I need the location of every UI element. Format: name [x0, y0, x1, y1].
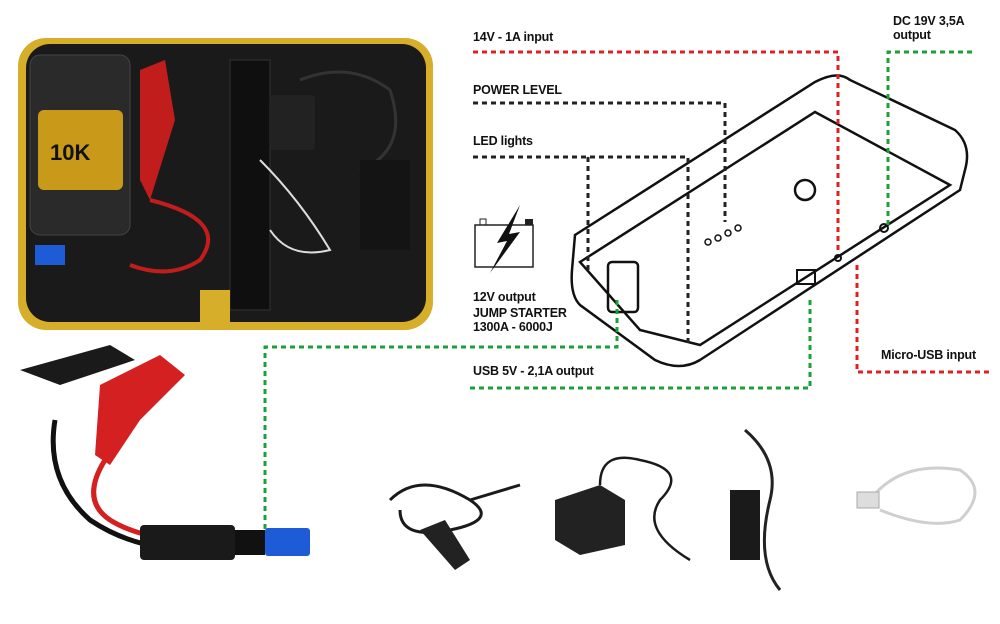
- callout-line-dc-output: [886, 50, 975, 225]
- label-dc-output-line1: DC 19V 3,5A: [893, 14, 965, 28]
- label-usb-output: USB 5V - 2,1A output: [473, 364, 594, 378]
- label-12v-output: 12V output: [473, 290, 536, 304]
- label-dc-output-line2: output: [893, 28, 931, 42]
- power-bank-drawing: [570, 74, 969, 368]
- label-micro-usb-input: Micro-USB input: [881, 348, 976, 362]
- label-14v-input: 14V - 1A input: [473, 30, 554, 44]
- jumper-cables-photo: [20, 345, 310, 560]
- svg-text:10K: 10K: [50, 140, 90, 165]
- callout-line-14v-input: [473, 50, 990, 374]
- callout-line-12v-output: [263, 300, 619, 530]
- label-jump-starter-line1: JUMP STARTER: [473, 306, 567, 320]
- callout-line-power-level: [473, 101, 727, 222]
- carry-case-photo: 10K: [18, 38, 433, 330]
- label-power-level: POWER LEVEL: [473, 83, 562, 97]
- label-jump-starter-line2: 1300A - 6000J: [473, 320, 553, 334]
- callout-line-usb-output: [470, 300, 812, 390]
- battery-lightning-icon: [474, 205, 534, 273]
- callout-line-led-lights: [473, 155, 690, 345]
- accessories-photo: [388, 428, 977, 591]
- label-led-lights: LED lights: [473, 134, 533, 148]
